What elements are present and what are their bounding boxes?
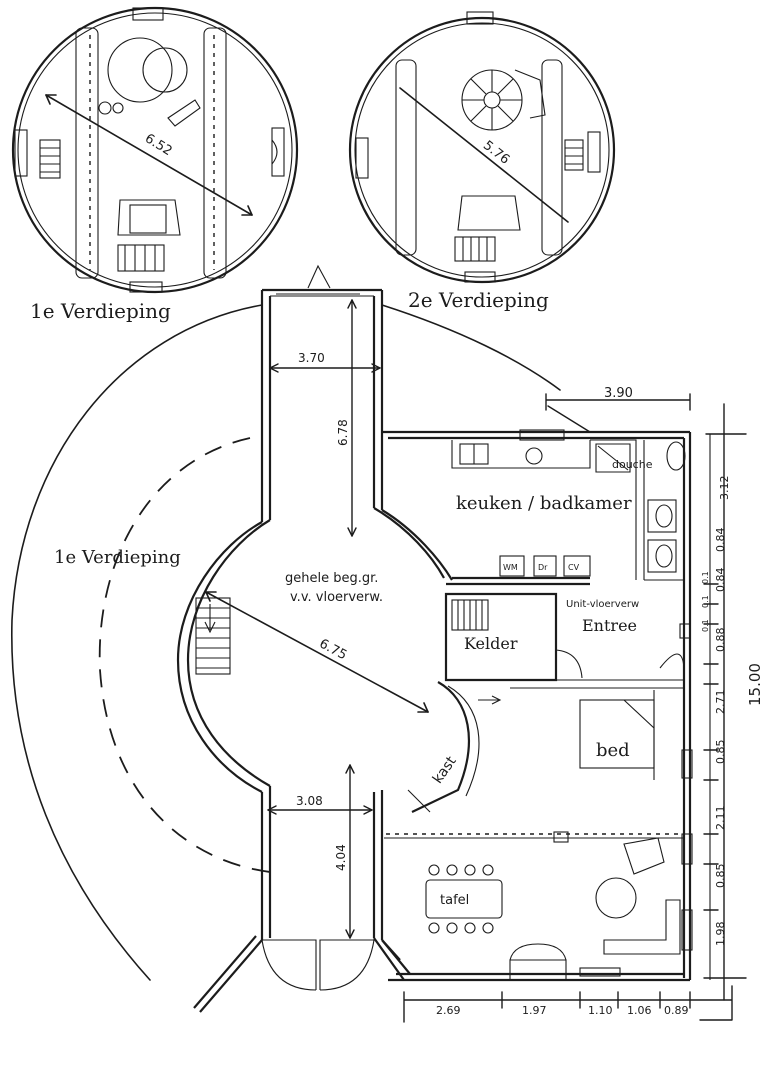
bottom-corridor-width: 3.08 — [296, 794, 323, 808]
round-room-diameter: 6.75 — [317, 636, 350, 663]
east-wing-dim-line — [545, 393, 691, 433]
right-dim-7: 2.11 — [714, 806, 727, 831]
first-floor-outline — [98, 437, 271, 873]
bottom-dim-2: 1.97 — [522, 1004, 547, 1017]
dr-label: Dr — [538, 563, 548, 572]
round-room — [176, 507, 480, 813]
right-dim-1: 3.12 — [718, 476, 731, 501]
entrance-label: Entree — [582, 616, 637, 635]
right-dim-8: 0.85 — [714, 864, 727, 889]
north-corridor — [260, 264, 384, 537]
right-dim-3: 0.84 — [714, 568, 727, 593]
entrance-note: Unit-vloerverw — [566, 599, 639, 610]
kitchen-bath-label: keuken / badkamer — [456, 493, 632, 514]
second-floor-title: 2e Verdieping — [408, 288, 549, 312]
first-floor-plan: 6.52 — [11, 6, 299, 294]
cv-label: CV — [568, 563, 580, 572]
top-corridor-length: 6.78 — [336, 419, 350, 446]
outer-arc — [11, 304, 263, 981]
small-side-mark-2: 0.1 — [701, 595, 710, 608]
right-dimension-chain: 3.12 0.84 0.84 0.88 2.71 0.85 2.11 0.85 … — [701, 403, 763, 1001]
small-side-mark-3: 0.1 — [701, 619, 710, 632]
first-floor-title: 1e Verdieping — [30, 299, 171, 323]
second-floor-plan: 5.76 — [348, 11, 616, 284]
upper-arc — [381, 304, 561, 391]
top-corridor-width: 3.70 — [298, 351, 325, 365]
right-dim-6: 0.85 — [714, 740, 727, 765]
bottom-dim-4: 1.06 — [627, 1004, 652, 1017]
right-dim-2: 0.84 — [714, 528, 727, 553]
bottom-corridor-length: 4.04 — [334, 844, 348, 871]
second-floor-diameter: 5.76 — [480, 138, 512, 168]
round-room-note-line2: v.v. vloerverw. — [290, 590, 383, 605]
small-side-mark-1: 0.1 — [701, 571, 710, 584]
first-floor-diameter: 6.52 — [142, 131, 175, 159]
first-floor-outline-label: 1e Verdieping — [54, 547, 181, 568]
right-dim-9: 1.98 — [714, 922, 727, 947]
round-room-note-line1: gehele beg.gr. — [285, 571, 378, 586]
closet-label: kast — [430, 753, 460, 787]
south-corridor — [193, 764, 401, 1013]
bottom-dim-3: 1.10 — [588, 1004, 613, 1017]
wm-label: WM — [503, 563, 518, 572]
east-wing-width: 3.90 — [604, 386, 633, 401]
overall-length: 15.00 — [746, 663, 763, 706]
right-dim-4: 0.88 — [714, 628, 727, 653]
bottom-dim-1: 2.69 — [436, 1004, 461, 1017]
right-dim-5: 2.71 — [714, 690, 727, 715]
bottom-dim-5: 0.89 — [664, 1004, 689, 1017]
basement-label: Kelder — [464, 634, 518, 653]
east-wing — [373, 429, 693, 982]
table-label: tafel — [440, 893, 469, 908]
shower-label: douche — [612, 458, 653, 471]
bed-label: bed — [596, 740, 630, 761]
bottom-dimension-chain: 2.69 1.97 1.10 1.06 0.89 — [403, 985, 733, 1023]
